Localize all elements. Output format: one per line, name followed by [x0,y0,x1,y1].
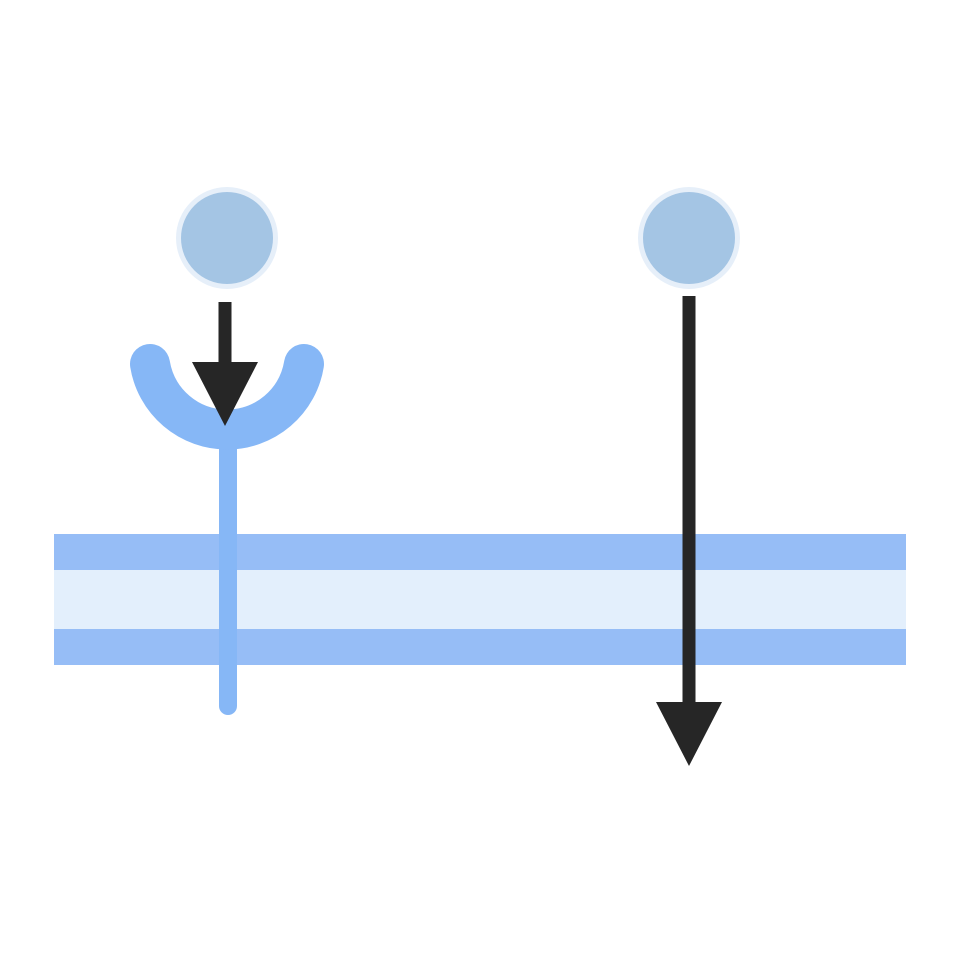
membrane-outer-layer-top [54,534,906,570]
diffusion-arrow-head [656,702,722,766]
membrane-receptor-icon [130,344,324,715]
ligand-right-icon [638,187,740,289]
membrane-inner-layer [54,570,906,629]
binding-arrow-icon [192,302,258,426]
cell-membrane [54,534,906,665]
binding-arrow-head [192,362,258,426]
membrane-outer-layer-bottom [54,629,906,665]
diffusion-arrow-icon [656,296,722,766]
ligand-left [181,192,273,284]
ligand-right [643,192,735,284]
ligand-left-icon [176,187,278,289]
receptor-binding-site [130,344,324,450]
